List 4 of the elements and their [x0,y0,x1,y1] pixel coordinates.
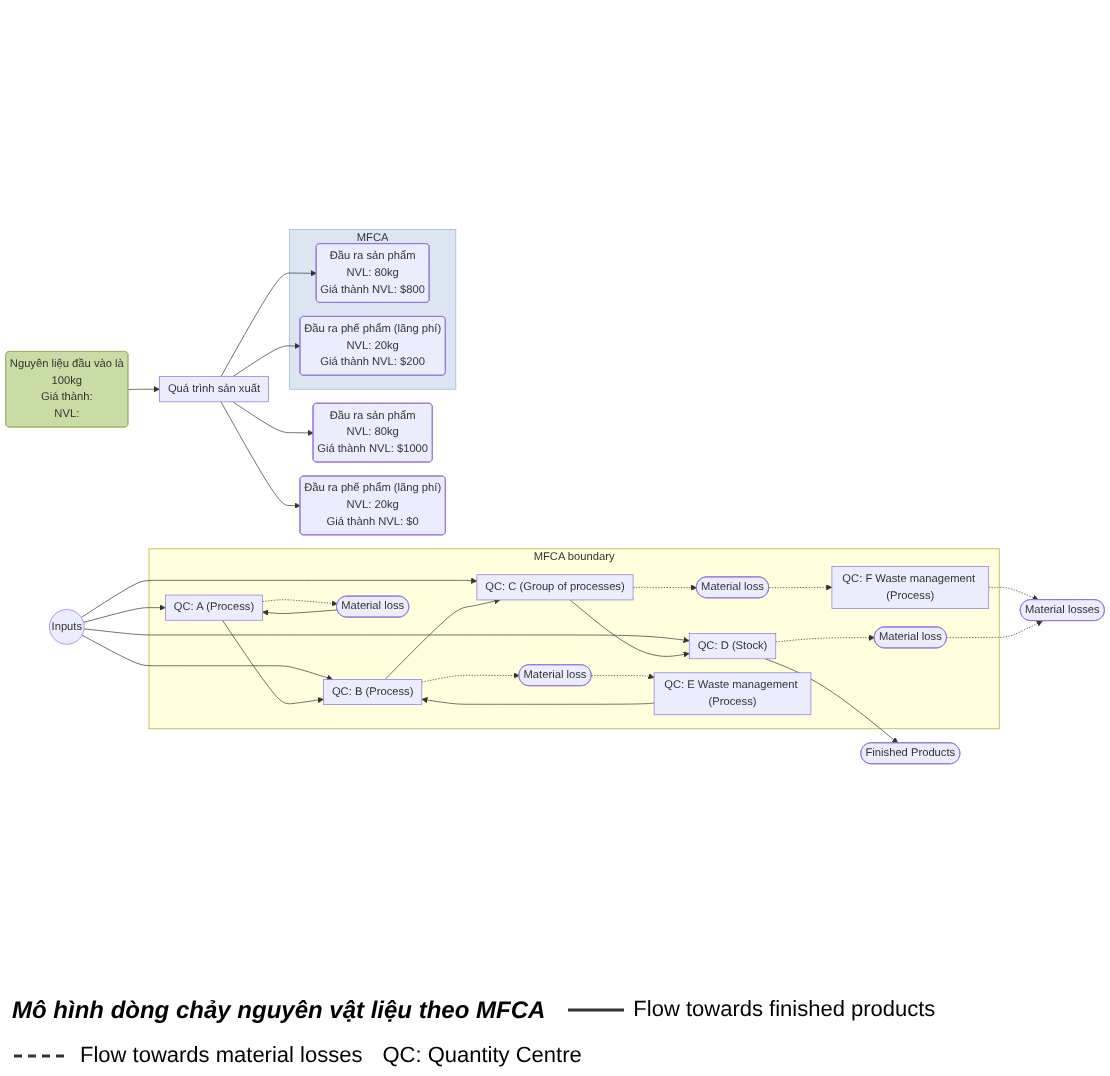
caption: Mô hình dòng chảy nguyên vật liệu theo MFCA [12,996,546,1024]
legend-text: Flow towards material losses [80,1044,363,1068]
note-text: QC: Quantity Centre [382,1044,582,1068]
legend-text: Flow towards finished products [633,998,936,1022]
